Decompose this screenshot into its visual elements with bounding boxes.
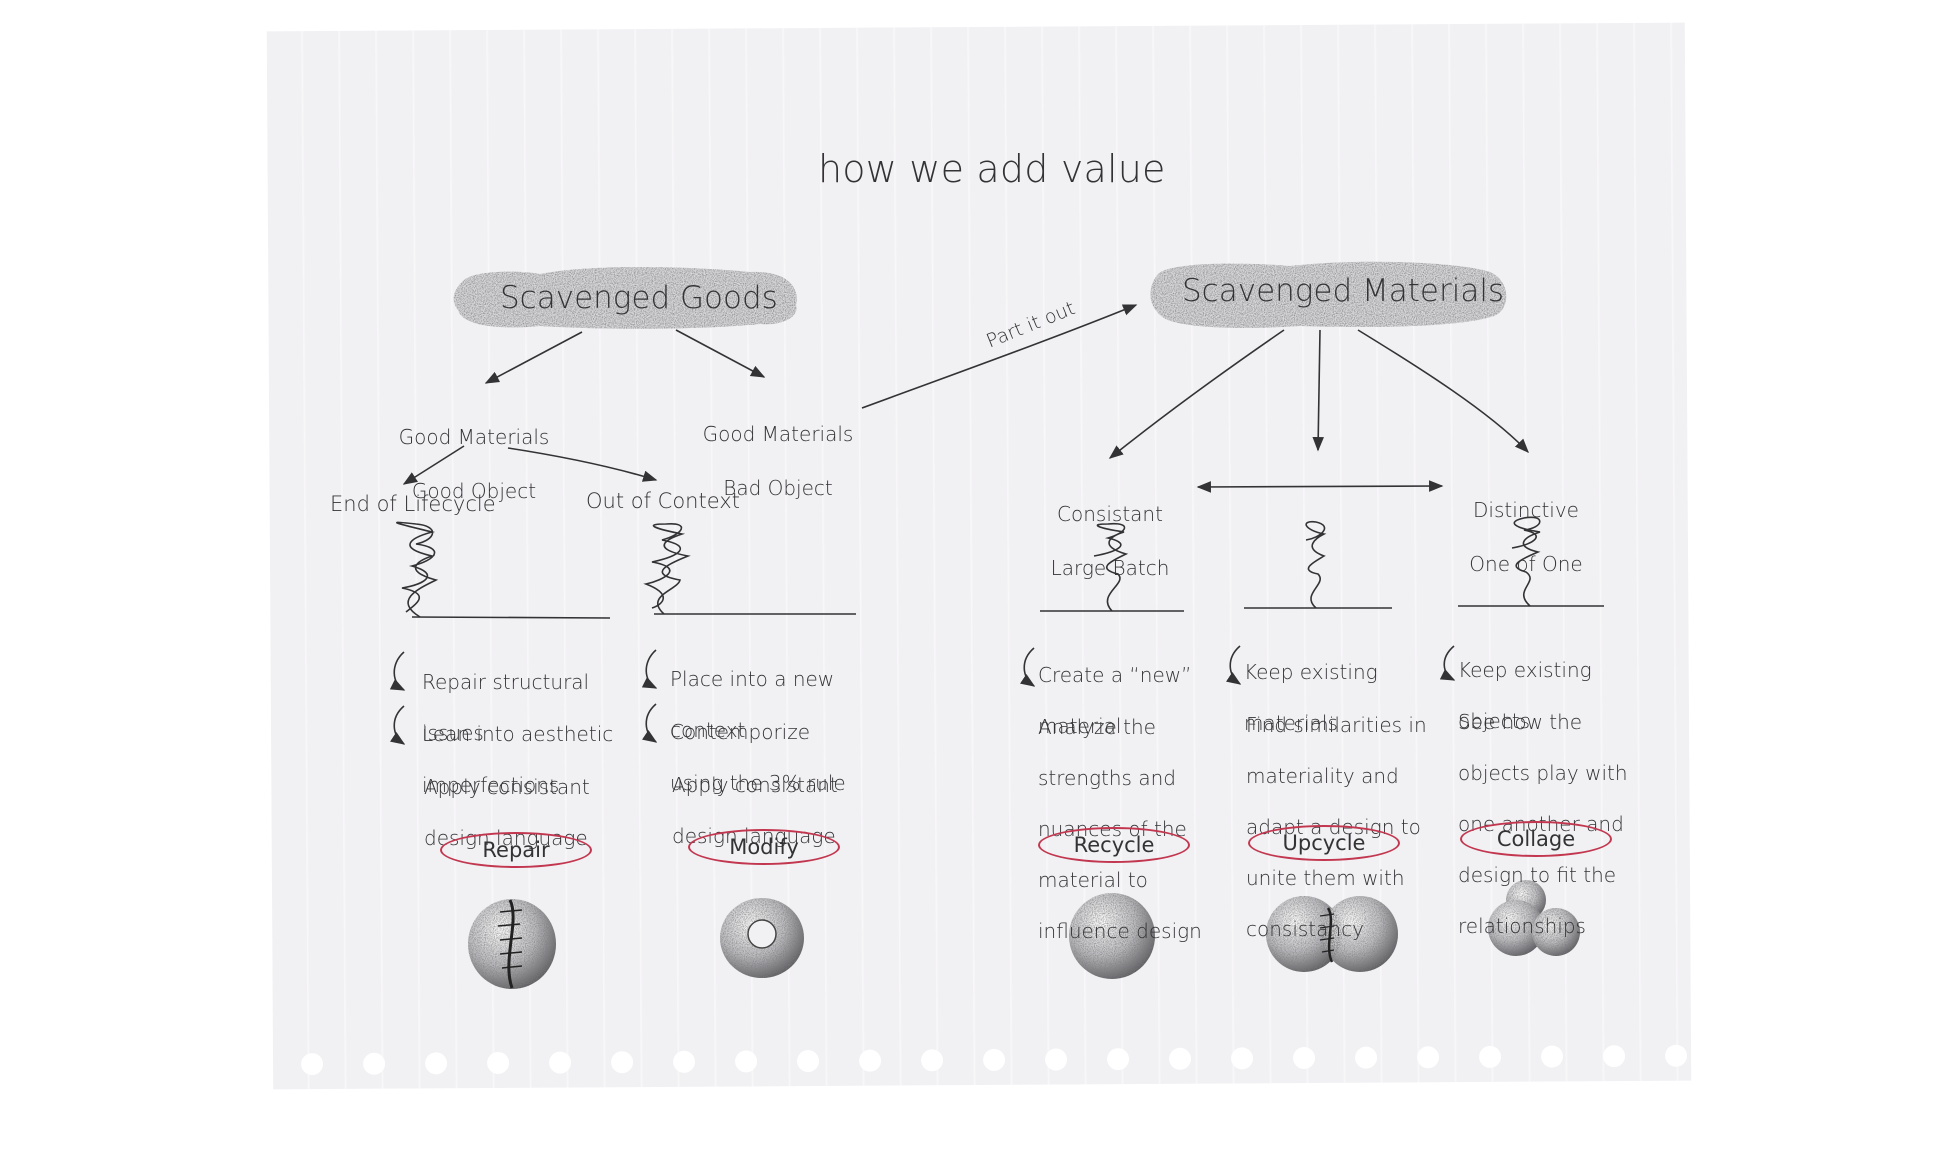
stitched-sphere-icon [468, 899, 556, 989]
consistant-batch-label: Consistant Large Batch [1040, 469, 1180, 595]
step-line: unite them with [1246, 866, 1405, 890]
step-line: context [670, 718, 746, 742]
connector-lines [389, 304, 1604, 745]
recycle-step-2: Analyze the strengths and nuances of the… [1038, 685, 1202, 957]
step-line: Apply consistant [424, 775, 590, 799]
overlapping-spheres-icon [1488, 880, 1580, 956]
recycle-step-1: Create a “new” material [1038, 633, 1192, 752]
solid-sphere-icon [1069, 893, 1155, 979]
step-line: Place into a new [670, 667, 835, 691]
step-line: Apply consistant [672, 773, 838, 797]
step-line: using the 3% rule [670, 771, 846, 795]
joined-spheres-icon [1266, 896, 1398, 972]
scavenged-materials-label: Scavenged Materials [1182, 273, 1505, 309]
step-line: relationships [1458, 914, 1586, 938]
collage-step-1: Keep existing objects [1458, 628, 1592, 747]
step-line: Repair structural [422, 670, 590, 694]
repair-step-1: Repair structural issues [422, 640, 589, 759]
step-line: issues [422, 721, 484, 745]
step-line: Lean into aesthetic [422, 722, 614, 746]
step-line: See how the [1458, 710, 1583, 734]
collage-pill: Collage [1460, 821, 1612, 857]
step-line: materials [1244, 711, 1338, 735]
distinctive-line1: Distinctive [1473, 498, 1579, 522]
upcycle-step-1: Keep existing materials [1244, 630, 1378, 749]
bad-object-line1: Good Materials [702, 422, 854, 446]
collage-step-2: See how the objects play with one anothe… [1458, 680, 1628, 952]
end-of-lifecycle-label: End of Lifecycle [330, 492, 496, 516]
distinctive-label: Distinctive One of One [1456, 465, 1596, 591]
distinctive-line2: One of One [1469, 552, 1583, 576]
consistant-line1: Consistant [1057, 502, 1163, 526]
page-title: how we add value [818, 147, 1166, 191]
step-line: imperfections [422, 773, 560, 797]
modify-step-1: Place into a new context [670, 637, 834, 756]
materials-cloud-shape [1150, 261, 1507, 328]
step-line: Create a “new” [1038, 663, 1192, 687]
step-line: consistancy [1246, 917, 1364, 941]
step-line: Keep existing [1244, 660, 1378, 684]
repair-step-2: Lean into aesthetic imperfections [422, 692, 613, 811]
step-line: Find similarities in [1246, 713, 1427, 737]
bad-object-label: Good Materials Bad Object [698, 389, 858, 515]
step-line: design to fit the [1458, 863, 1617, 887]
step-line: materiality and [1246, 764, 1399, 788]
good-object-line1: Good Materials [398, 425, 550, 449]
step-line: material [1038, 714, 1122, 738]
ring-sphere-icon [720, 898, 804, 978]
good-object-label: Good Materials Good Object [394, 392, 554, 518]
step-line: objects play with [1458, 761, 1628, 785]
step-line: material to [1038, 868, 1148, 892]
step-line: strengths and [1038, 766, 1176, 790]
consistant-line2: Large Batch [1050, 556, 1170, 580]
scavenged-goods-label: Scavenged Goods [500, 280, 778, 316]
step-line: Keep existing [1458, 658, 1592, 682]
step-line: Contemporize [670, 720, 811, 744]
good-object-line2: Good Object [411, 479, 537, 503]
step-line: influence design [1038, 919, 1202, 943]
modify-step-2: Contemporize using the 3% rule [670, 690, 846, 809]
upcycle-pill: Upcycle [1248, 825, 1400, 861]
step-line: Analyze the [1038, 715, 1156, 739]
goods-cloud-shape [453, 267, 797, 329]
step-line: objects [1458, 709, 1531, 733]
repair-pill: Repair [440, 832, 592, 868]
out-of-context-label: Out of Context [586, 489, 740, 513]
recycle-pill: Recycle [1038, 827, 1190, 863]
upcycle-step-2: Find similarities in materiality and ada… [1246, 683, 1427, 955]
bad-object-line2: Bad Object [723, 476, 833, 500]
modify-pill: Modify [688, 829, 840, 865]
